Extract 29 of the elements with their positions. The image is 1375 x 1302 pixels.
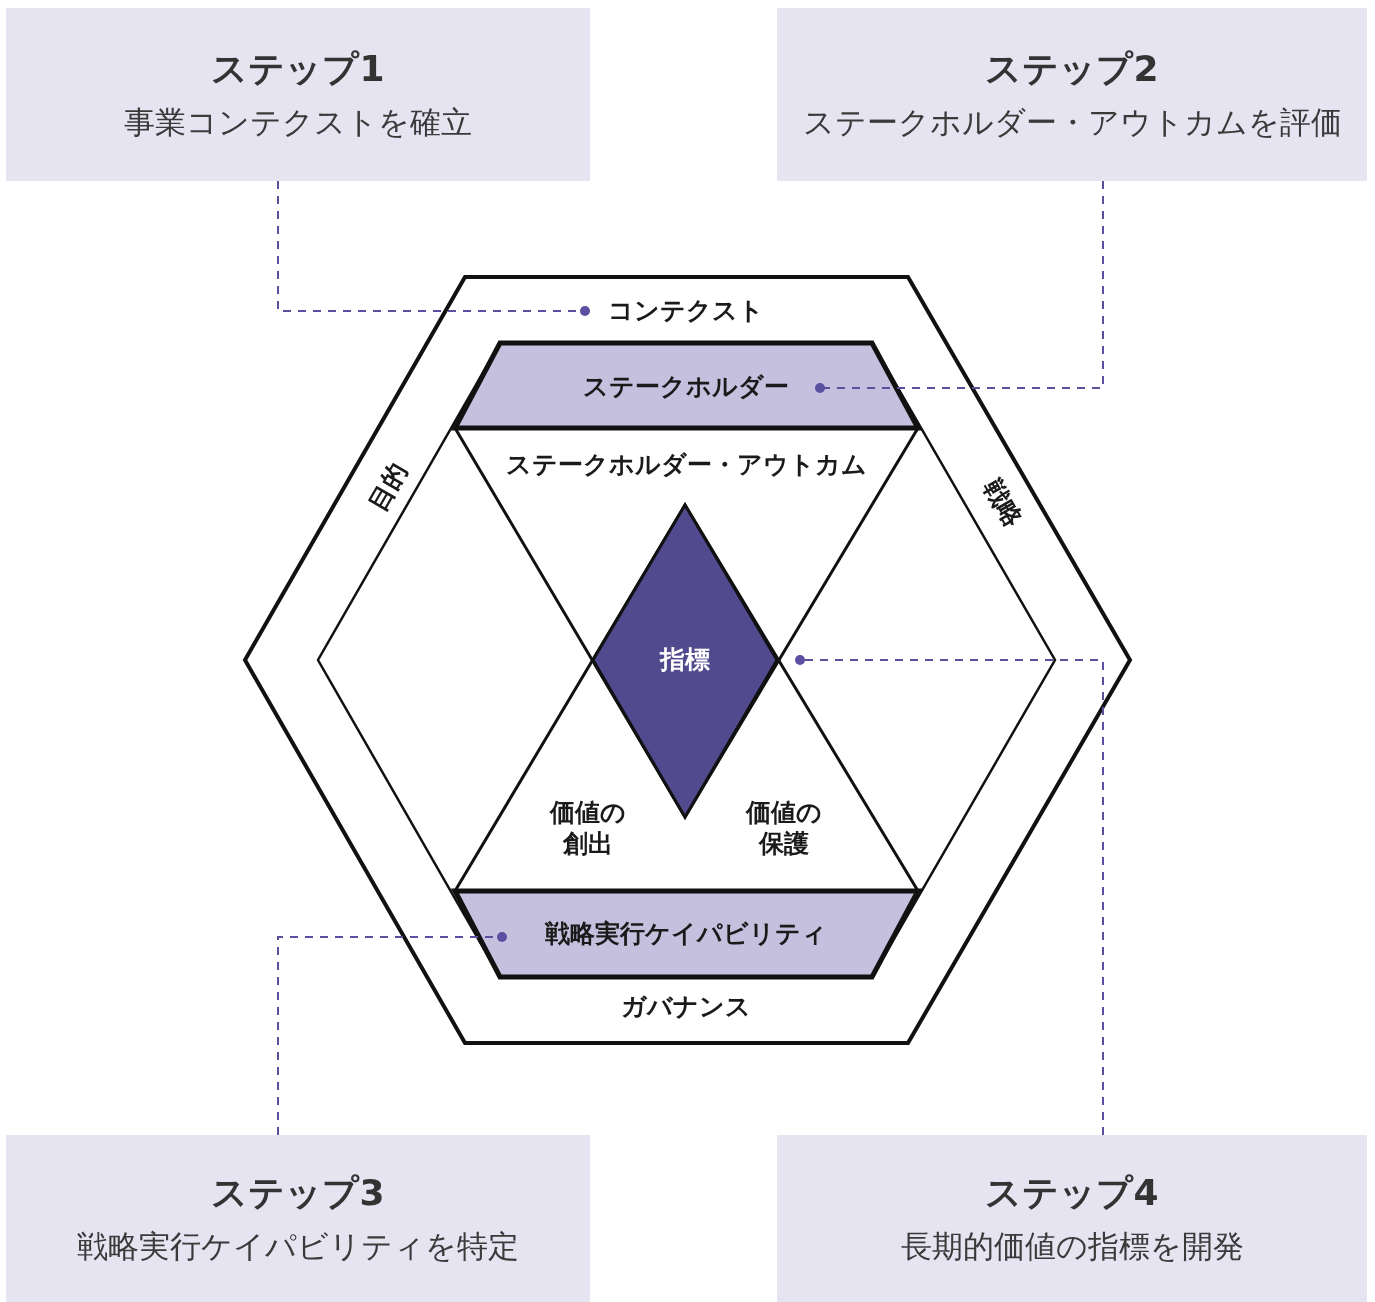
step-title: ステップ2	[985, 47, 1159, 91]
step-description: ステークホルダー・アウトカムを評価	[802, 103, 1342, 142]
ring-label: 目的	[361, 457, 414, 517]
segment-label: ステークホルダー・アウトカム	[505, 449, 867, 481]
triangle-segment	[453, 503, 920, 893]
band-label: 戦略実行ケイパビリティ	[545, 918, 827, 950]
diamond-label: 指標	[660, 644, 710, 676]
ring-label: 戦略	[977, 473, 1030, 533]
segment-label: 価値の保護	[745, 796, 823, 860]
step-box	[777, 1135, 1367, 1302]
leader-line	[277, 180, 590, 316]
step-box	[6, 8, 590, 181]
capability-band	[453, 889, 920, 979]
step-box	[6, 1135, 590, 1302]
ring-label: ガバナンス	[621, 991, 751, 1023]
ring-label: コンテクスト	[608, 295, 764, 327]
hexagon-frame	[243, 275, 1132, 1045]
step-description: 長期的価値の指標を開発	[900, 1227, 1244, 1266]
leader-line	[277, 932, 507, 1136]
step-box	[777, 8, 1367, 181]
segment-label: 価値の創出	[549, 796, 627, 860]
step-description: 事業コンテクストを確立	[124, 103, 472, 142]
step-title: ステップ3	[211, 1171, 385, 1215]
step-description: 戦略実行ケイパビリティを特定	[77, 1227, 519, 1266]
leader-line	[795, 655, 1104, 1136]
step-title: ステップ1	[211, 47, 385, 91]
step-title: ステップ4	[985, 1171, 1159, 1215]
band-label: ステークホルダー	[583, 371, 789, 403]
leader-line	[815, 180, 1104, 393]
